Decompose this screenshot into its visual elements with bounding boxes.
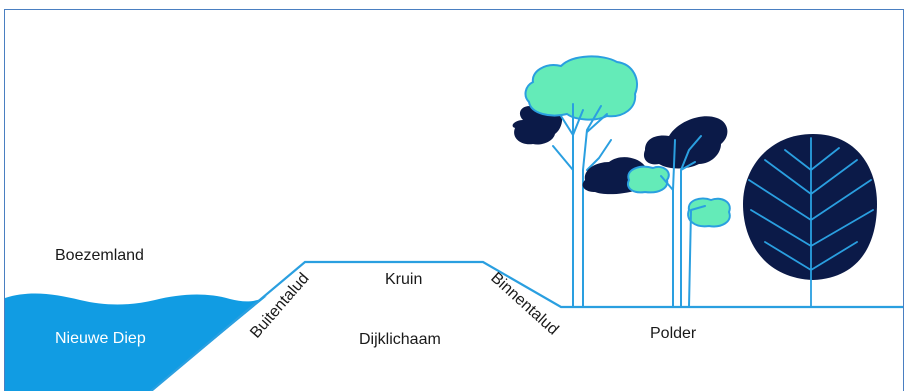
light-foliage xyxy=(526,56,637,119)
label-nieuwe-diep: Nieuwe Diep xyxy=(55,330,146,347)
tree-trunk xyxy=(553,104,611,307)
dike-cross-section: Boezemland Nieuwe Diep Buitentalud Kruin… xyxy=(5,10,904,391)
light-foliage xyxy=(688,198,730,226)
label-kruin: Kruin xyxy=(385,271,422,288)
tree-round xyxy=(743,134,877,307)
tree-middle xyxy=(583,116,730,307)
diagram-frame: Boezemland Nieuwe Diep Buitentalud Kruin… xyxy=(4,9,904,391)
dark-foliage xyxy=(743,134,877,280)
label-dijklichaam: Dijklichaam xyxy=(359,331,441,348)
label-buitentalud: Buitentalud xyxy=(247,270,312,342)
label-boezemland: Boezemland xyxy=(55,247,144,264)
light-foliage xyxy=(628,167,669,193)
label-binnentalud: Binnentalud xyxy=(487,269,561,338)
label-polder: Polder xyxy=(650,325,697,342)
